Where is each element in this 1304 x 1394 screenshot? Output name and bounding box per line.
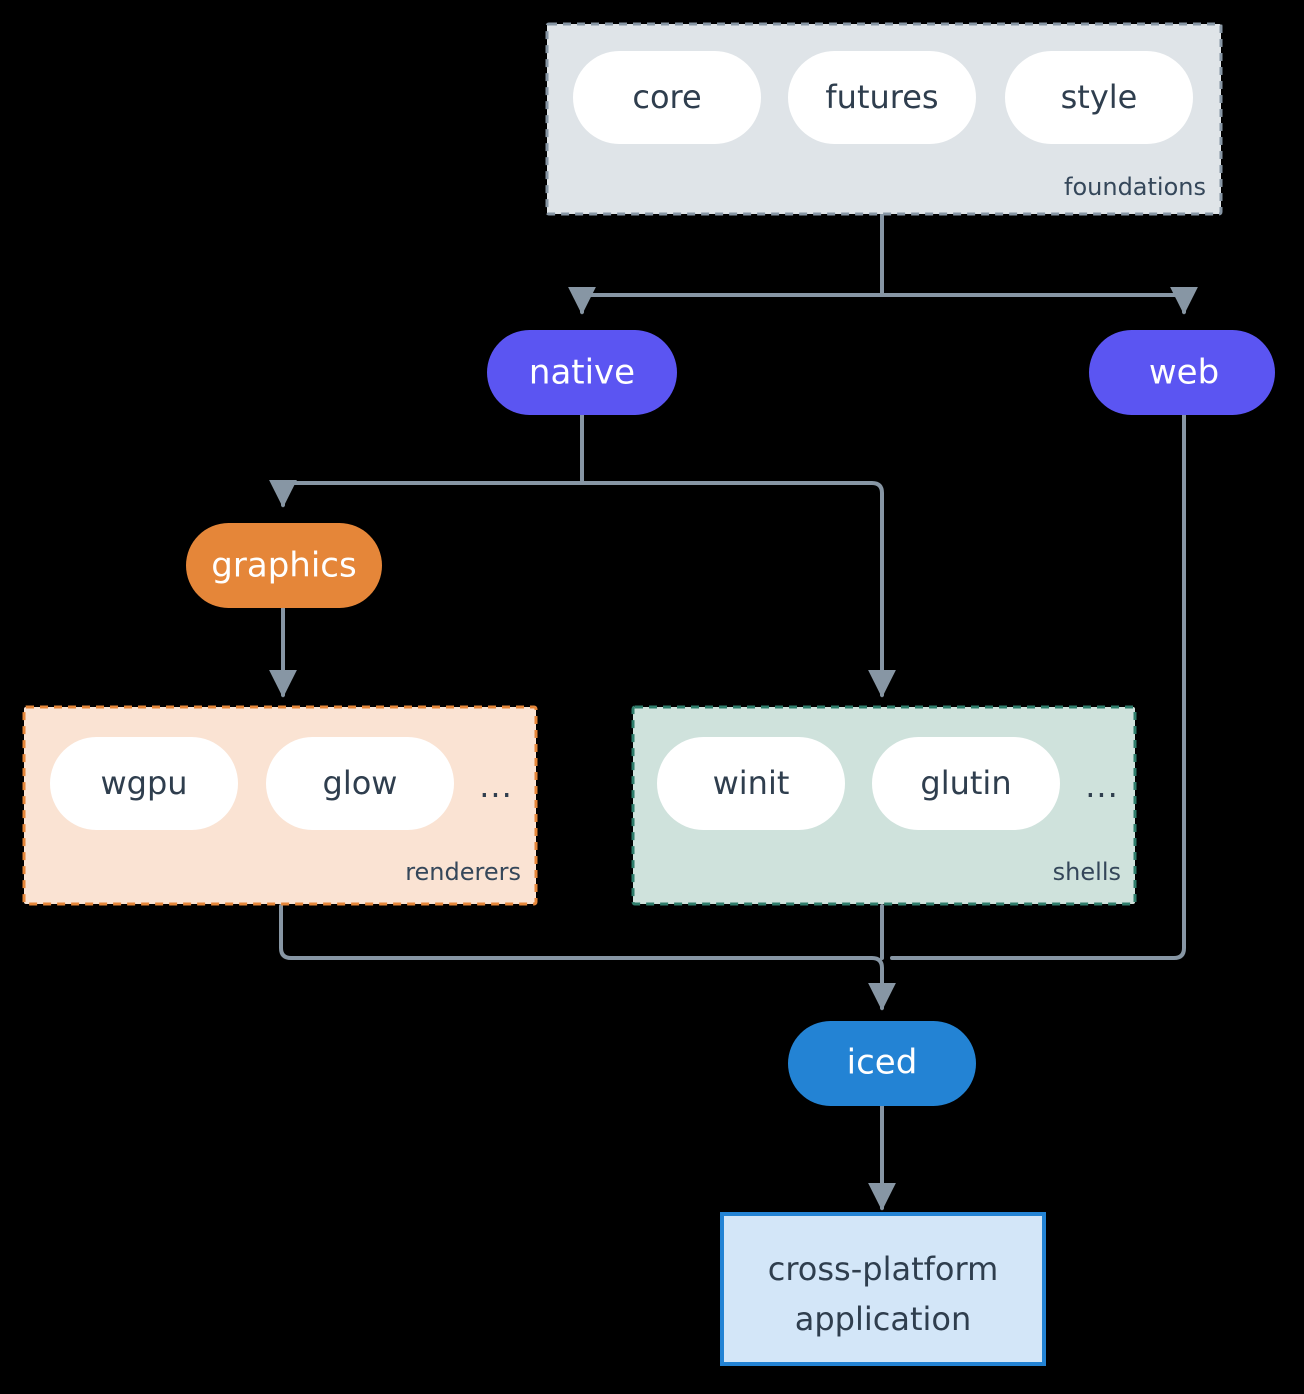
renderers-ellipsis: ... xyxy=(479,767,513,805)
node-graphics[interactable]: graphics xyxy=(186,523,382,608)
cluster-renderers-label: renderers xyxy=(405,858,521,886)
node-graphics-shape[interactable] xyxy=(186,523,382,608)
edge-native-to-graphics xyxy=(269,412,584,508)
cluster-shells-label: shells xyxy=(1053,858,1121,886)
node-application-label-line2: application xyxy=(795,1300,972,1338)
node-glutin-shape[interactable] xyxy=(872,737,1060,830)
node-application-label-line1: cross-platform xyxy=(768,1250,998,1288)
edges-layer xyxy=(269,213,1198,1211)
node-glow-label: glow xyxy=(323,764,398,802)
node-iced-shape[interactable] xyxy=(788,1021,976,1106)
node-application-shape[interactable] xyxy=(720,1212,1046,1366)
node-futures-shape[interactable] xyxy=(788,51,976,144)
shells-ellipsis: ... xyxy=(1085,767,1119,805)
node-web-shape[interactable] xyxy=(1089,330,1275,415)
node-winit-shape[interactable] xyxy=(657,737,845,830)
node-style-label: style xyxy=(1061,78,1138,116)
node-native-label: native xyxy=(529,353,635,393)
node-iced[interactable]: iced xyxy=(788,1021,976,1106)
cluster-renderers: wgpu glow ... renderers xyxy=(22,705,538,906)
node-wgpu-label: wgpu xyxy=(100,764,187,802)
node-glow-shape[interactable] xyxy=(266,737,454,830)
node-graphics-label: graphics xyxy=(211,546,356,586)
node-native[interactable]: native xyxy=(487,330,677,415)
node-core-shape[interactable] xyxy=(573,51,761,144)
edge-native-to-shells xyxy=(580,481,896,698)
node-web-label: web xyxy=(1149,353,1219,393)
edge-foundations-to-web xyxy=(880,286,1198,315)
node-application[interactable]: cross-platform application xyxy=(720,1212,1046,1366)
node-web[interactable]: web xyxy=(1089,330,1275,415)
edge-web-to-iced xyxy=(890,412,1186,960)
node-winit-label: winit xyxy=(713,764,790,802)
node-wgpu-shape[interactable] xyxy=(50,737,238,830)
node-native-shape[interactable] xyxy=(487,330,677,415)
node-glutin-label: glutin xyxy=(920,764,1011,802)
cluster-shells: winit glutin ... shells xyxy=(631,705,1137,906)
edge-foundations-to-native xyxy=(568,213,884,315)
cluster-foundations-label: foundations xyxy=(1064,173,1206,201)
edge-renderers-to-iced xyxy=(279,904,896,1011)
node-futures-label: futures xyxy=(825,78,938,116)
node-core-label: core xyxy=(632,78,701,116)
cluster-foundations: core futures style foundations xyxy=(545,22,1223,216)
node-style-shape[interactable] xyxy=(1005,51,1193,144)
node-iced-label: iced xyxy=(847,1043,918,1083)
